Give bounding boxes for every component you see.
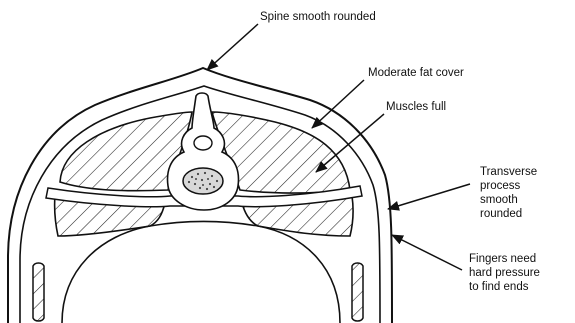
- label-transverse-line-3: smooth: [480, 193, 537, 207]
- label-fingers-line-3: to find ends: [469, 280, 540, 294]
- right-rib: [352, 263, 363, 321]
- label-fingers-line-1: Fingers need: [469, 252, 540, 266]
- body-cavity-outline: [62, 222, 340, 323]
- label-spine-text: Spine smooth rounded: [260, 10, 376, 24]
- arrow-transverse-process: [388, 184, 470, 209]
- label-transverse-line-1: Transverse: [480, 165, 537, 179]
- label-transverse-line-4: rounded: [480, 207, 537, 221]
- label-fingers: Fingers need hard pressure to find ends: [469, 252, 540, 294]
- label-fat-cover: Moderate fat cover: [368, 66, 464, 80]
- label-muscles: Muscles full: [386, 100, 446, 114]
- label-transverse-line-2: process: [480, 179, 537, 193]
- label-transverse-process: Transverse process smooth rounded: [480, 165, 537, 221]
- label-fat-cover-text: Moderate fat cover: [368, 66, 464, 80]
- label-fingers-line-2: hard pressure: [469, 266, 540, 280]
- arrow-spine: [207, 24, 258, 70]
- label-muscles-text: Muscles full: [386, 100, 446, 114]
- spinal-canal: [194, 136, 212, 150]
- left-rib: [33, 263, 44, 321]
- arrow-fingers: [392, 235, 462, 270]
- label-spine: Spine smooth rounded: [260, 10, 376, 24]
